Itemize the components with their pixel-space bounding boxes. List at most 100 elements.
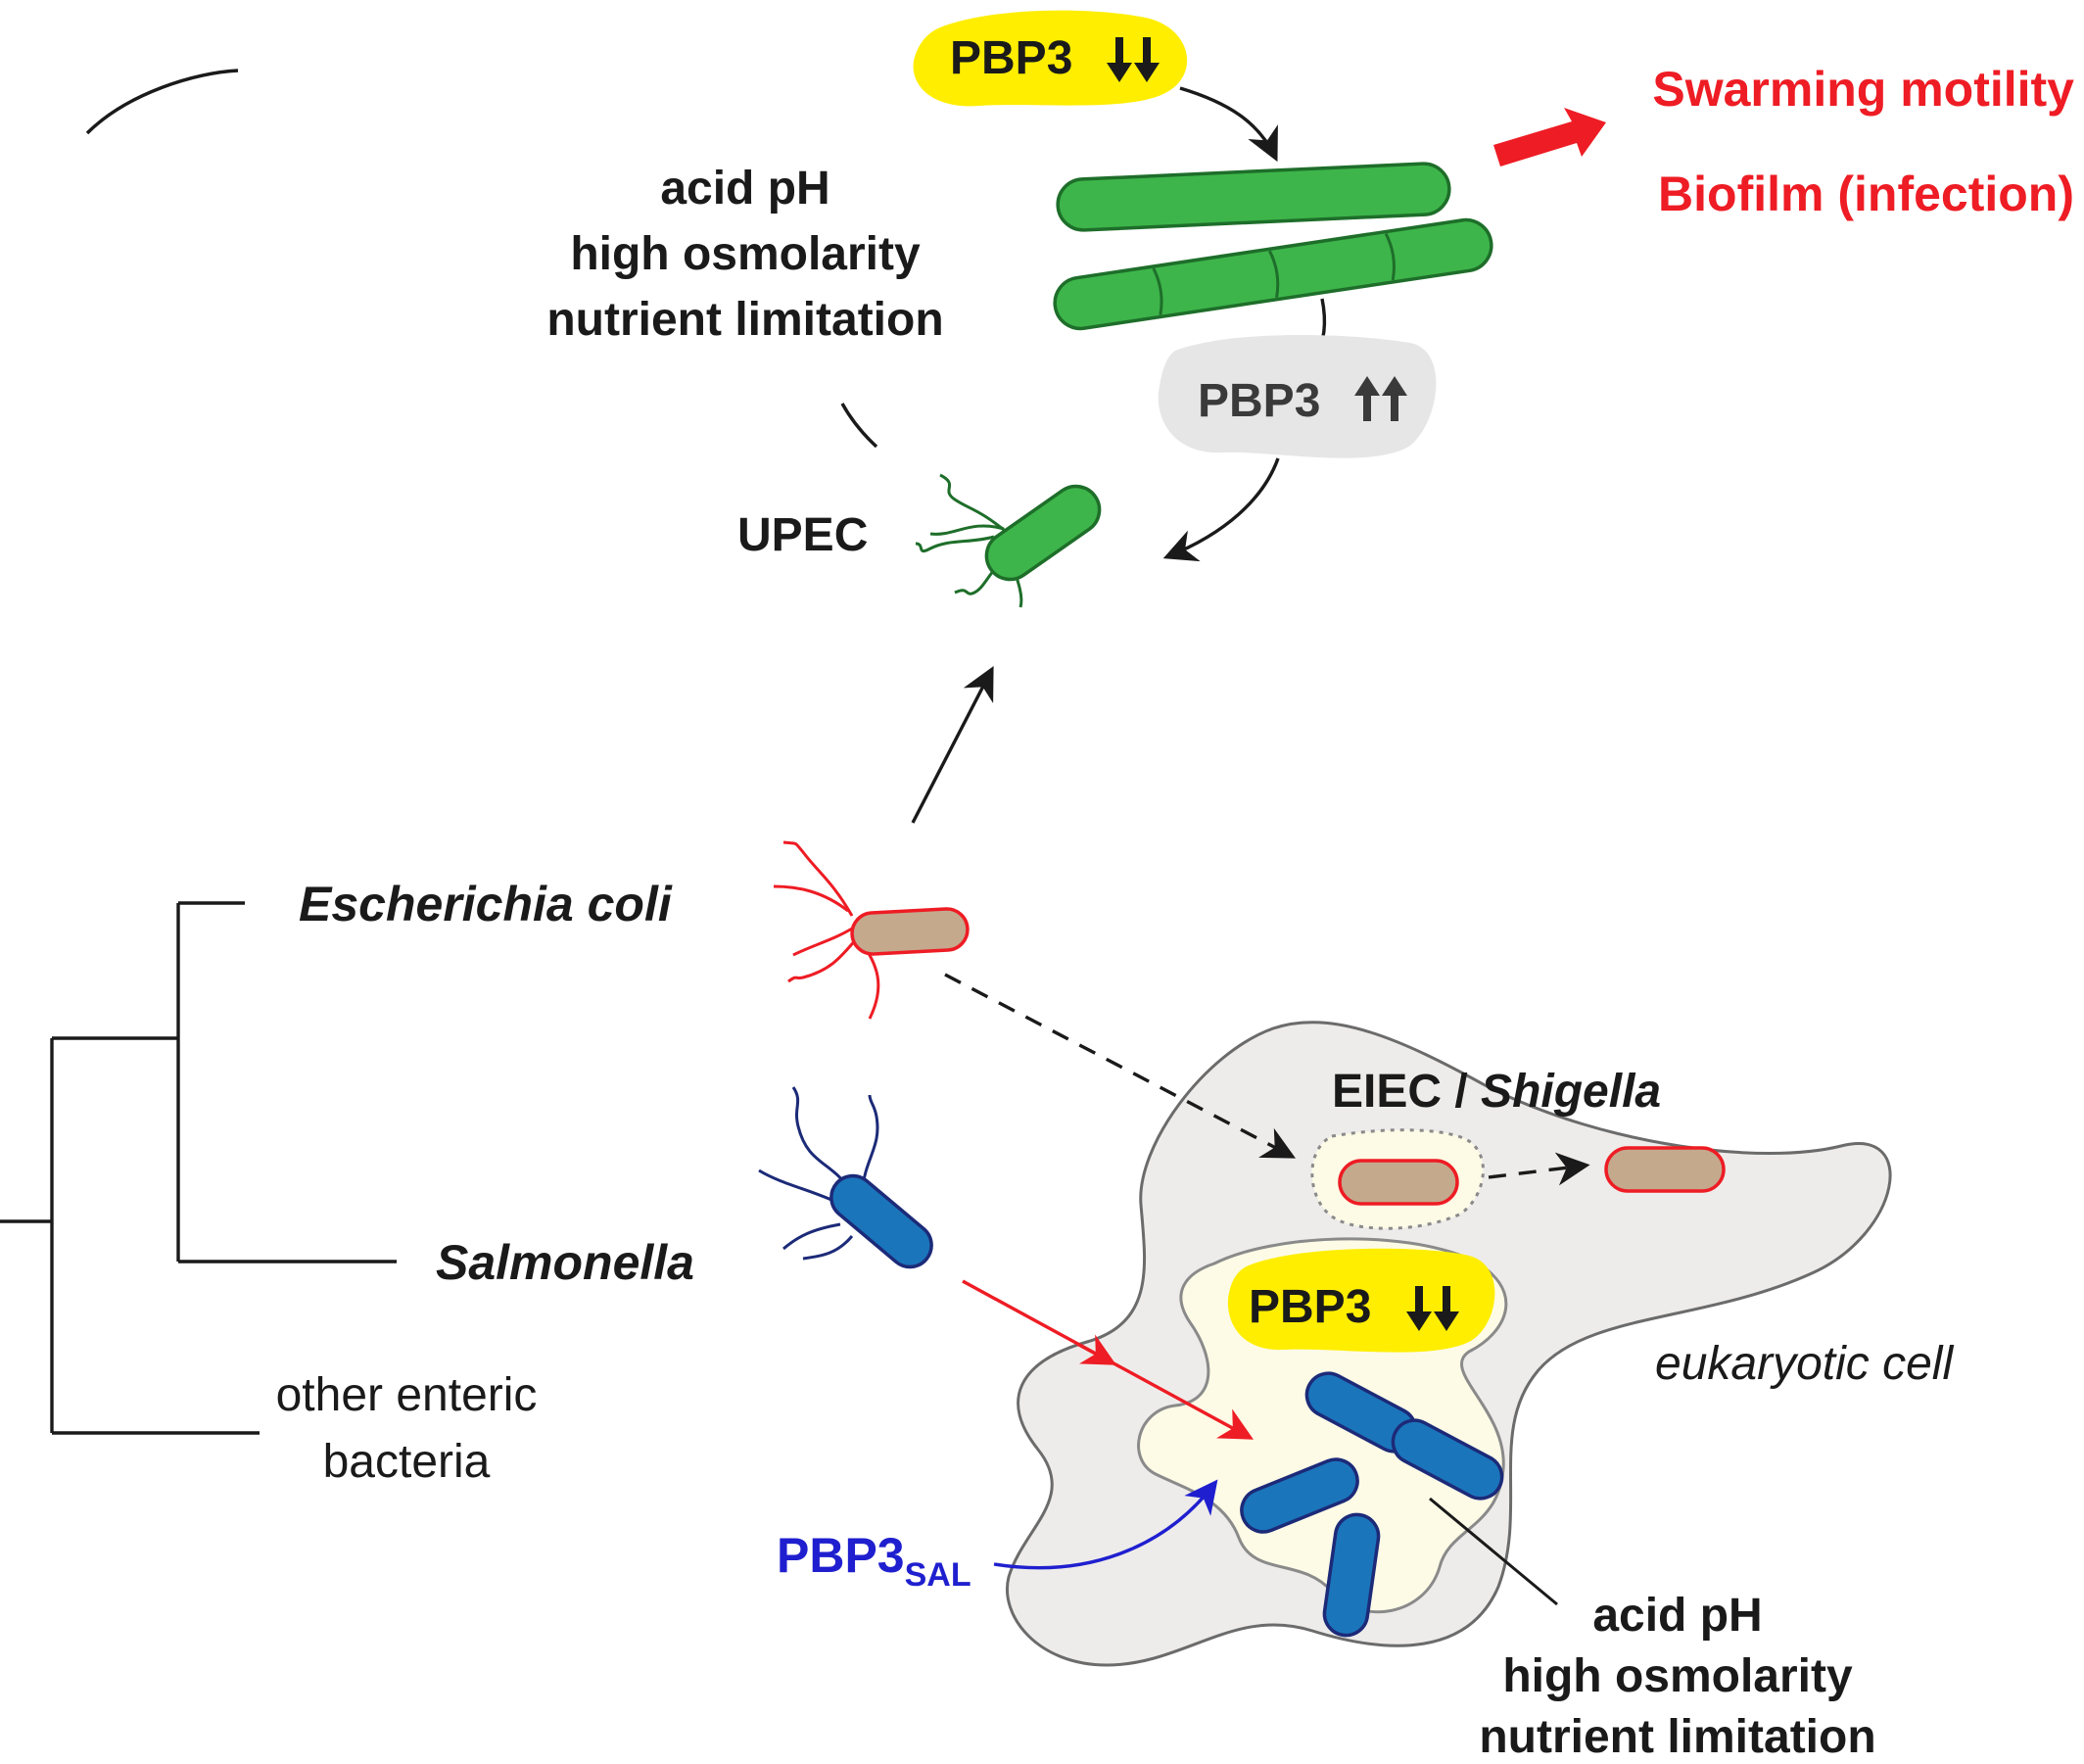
host-condition-2: high osmolarity (1502, 1650, 1853, 1702)
visible-cycle-ul (87, 88, 166, 133)
cycle-stroke-upper-left (86, 84, 181, 133)
cycle-arc-ul-stroke (86, 83, 186, 135)
filament-cell-2 (1053, 217, 1493, 331)
eiec-bacterium-cytosolic (1604, 1146, 1726, 1193)
upper-cycle-visible-ul (87, 88, 166, 133)
cycle-arc-ul-true (87, 84, 181, 134)
arc-cycle-left-top (86, 84, 181, 134)
eukaryotic-cell-label: eukaryotic cell (1655, 1338, 1954, 1390)
cycle-arc-to-pbp3-down (86, 85, 176, 134)
arc-upper-left-drawn-stroke (86, 85, 176, 134)
upper-left-arc (87, 84, 181, 134)
cycle-arc-top-left-full-visible (86, 84, 181, 134)
cycle-arc-left-from-conditions (87, 84, 181, 134)
arc-cycle-upper-left (86, 84, 181, 134)
double-up-arrow-icon (1354, 376, 1407, 421)
host-condition-3: nutrient limitation (1479, 1711, 1875, 1763)
taxon-ecoli: Escherichia coli (299, 877, 673, 931)
arrow-salmonella-midhead (1076, 1334, 1116, 1365)
cycle-arc-real-ul (87, 88, 166, 133)
pbp3-down-label-top: PBP3 (950, 32, 1072, 84)
cycle-arc-conditions-to-top (86, 83, 186, 135)
cycle-arc-to-upec (1162, 457, 1280, 562)
rendered-cycle-arc-ul (87, 88, 166, 133)
cycle-arc-ul-real (87, 84, 182, 134)
pbp3-sal-subscript: SAL (905, 1556, 971, 1594)
pbp3-up-label: PBP3 (1198, 375, 1320, 427)
outcome-block-arrow-icon (1493, 108, 1606, 167)
cycle-arc-from-conditions-to-badge (87, 89, 165, 134)
cycle-arc-upper-left-visible-stroke (87, 84, 181, 134)
pbp3-sal-main: PBP3 (777, 1528, 905, 1583)
cycle-arc-left-top-drawn (86, 82, 194, 134)
cycle-arc-top-left-real-visible (86, 84, 181, 134)
pointer-vacuole-to-conditions (1429, 1497, 1558, 1606)
cycle-arc-stroke-left (86, 84, 181, 133)
cycle-arc-real-drawn (86, 84, 181, 133)
pbp3-up-badge (1158, 334, 1437, 458)
cycle-arc-upper-left-main (87, 84, 181, 134)
arrow-eiec-escape (1488, 1152, 1590, 1186)
eiec-label: EIEC / Shigella (1332, 1066, 1661, 1118)
cycle-arc-left (88, 73, 215, 131)
cycle-arc-ul-drawn (86, 83, 186, 135)
upper-condition-3: nutrient limitation (546, 294, 943, 346)
upper-condition-2: high osmolarity (570, 228, 921, 280)
cycle-arc-left-upper-drawn (87, 84, 181, 134)
double-down-arrow-icon-vacuole (1406, 1286, 1459, 1331)
cycle-arc-upper-left-genuine (86, 84, 181, 134)
ecoli-flagella (773, 840, 880, 1020)
ecoli-bacterium (850, 907, 970, 956)
cycle-ul-stroke (86, 83, 186, 135)
eiec-label-prefix: EIEC / (1332, 1066, 1481, 1118)
upec-bacterium (984, 484, 1102, 582)
salmonella-bacterium (829, 1173, 933, 1269)
cycle-arc-lower-left (840, 403, 878, 449)
cycle-upper-visible (86, 85, 176, 134)
phylogenetic-tree (0, 901, 397, 1435)
outcome-biofilm: Biofilm (infection) (1658, 167, 2074, 221)
cycle-upper-stroked (87, 84, 182, 134)
cycle-arc-left-upper-top (87, 84, 181, 134)
arc-cycle-upper-left (87, 84, 181, 134)
arrow-pbp3-sal (993, 1479, 1218, 1570)
intracellular-salmonella-2 (1391, 1418, 1504, 1501)
arc-ul (87, 84, 181, 134)
arc-left-top (88, 59, 294, 132)
upper-cycle-strokes (86, 78, 206, 134)
cycle-arc-main-left (87, 90, 162, 133)
double-down-arrow-icon (1107, 37, 1160, 82)
pbp3-down-label-vacuole: PBP3 (1249, 1281, 1371, 1333)
cycle-arc-to-filaments (1179, 86, 1278, 163)
upper-condition-1: acid pH (660, 163, 829, 215)
filament-cell-1 (1056, 162, 1451, 232)
arrow-ecoli-to-upec (911, 665, 994, 824)
taxon-salmonella: Salmonella (436, 1235, 694, 1290)
cycle-arc-a-stroked (86, 84, 181, 134)
outcome-swarming: Swarming motility (1652, 62, 2074, 117)
pbp3-down-badge-top (913, 10, 1188, 107)
upper-cycle-final (87, 89, 165, 134)
cycle-arc-left-upper-stroke (86, 78, 206, 134)
cycle-path-left (87, 88, 171, 133)
pbp3-down-badge-vacuole (1227, 1248, 1495, 1353)
cycle-arc-upper-left-drawn-real (86, 85, 176, 134)
cycle-arcs (85, 69, 1327, 562)
cycle-arc-upper-left-visible-main (87, 88, 166, 133)
upec-label: UPEC (737, 509, 868, 561)
pbp3-sal-label: PBP3SAL (777, 1528, 971, 1594)
cycle-arc-final-upper-left (86, 84, 181, 133)
cycle-arc-upper-left-seg (87, 84, 182, 134)
arrow-ecoli-to-eiec (944, 973, 1297, 1159)
cycle-arc-upper-left-actual (87, 84, 181, 134)
intracellular-salmonella-3 (1240, 1457, 1359, 1534)
cycle-left-upper-drawn (86, 85, 176, 134)
upper-cycle-stroke-ul (87, 84, 182, 134)
host-condition-1: acid pH (1592, 1590, 1762, 1642)
cycle-ul-drawn (87, 84, 181, 134)
cycle-arc-upper-left-drawn-visible (85, 69, 239, 135)
taxon-other-line2: bacteria (323, 1436, 491, 1488)
cycle-arc-upper-left-visible-final (86, 84, 181, 134)
eiec-bacterium-vacuolar (1338, 1159, 1459, 1206)
eiec-label-shigella: Shigella (1481, 1066, 1661, 1118)
